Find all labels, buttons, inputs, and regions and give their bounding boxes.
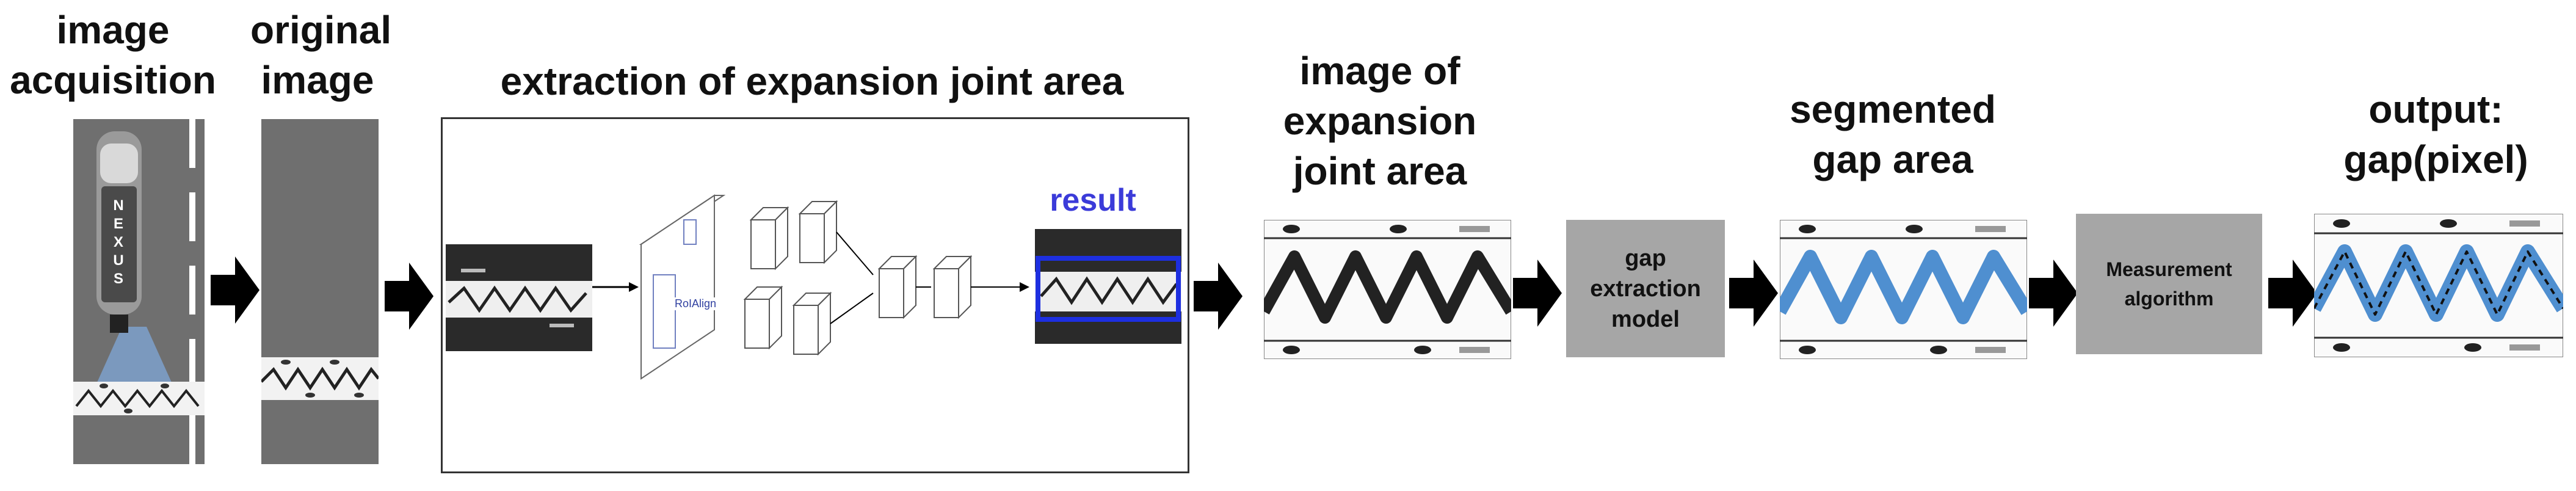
vehicle-nexus-label: N E X U S xyxy=(113,197,124,287)
joint-area-image xyxy=(1264,220,1511,359)
extraction-input-image xyxy=(446,244,592,351)
original-road-image xyxy=(261,119,379,464)
flow-arrow-3 xyxy=(1194,263,1243,330)
flow-arrow-7 xyxy=(2268,260,2317,327)
flow-arrow-1 xyxy=(211,256,259,324)
flow-arrow-6 xyxy=(2029,260,2078,327)
acquisition-title: image acquisition xyxy=(10,8,216,102)
output-gap-image xyxy=(2314,214,2563,357)
survey-vehicle xyxy=(92,131,147,333)
segmented-gap-image xyxy=(1780,220,2027,359)
extraction-title: extraction of expansion joint area xyxy=(500,59,1124,103)
flow-arrow-2 xyxy=(385,263,434,330)
original-title: original image xyxy=(250,8,392,102)
joint-image-title: image of expansion joint area xyxy=(1283,49,1477,193)
output-title: output: gap(pixel) xyxy=(2343,87,2528,181)
network-diagram xyxy=(592,194,1029,380)
measurement-algorithm-box: Measurement algorithm xyxy=(2076,214,2262,354)
flow-arrow-4 xyxy=(1513,260,1562,327)
result-image xyxy=(1035,229,1181,344)
result-label: result xyxy=(1050,183,1136,218)
flow-arrow-5 xyxy=(1729,260,1778,327)
roialign-label: RoIAlign xyxy=(675,297,717,310)
segmented-title: segmented gap area xyxy=(1790,87,1996,181)
gap-extraction-model-box: gap extraction model xyxy=(1566,220,1725,357)
